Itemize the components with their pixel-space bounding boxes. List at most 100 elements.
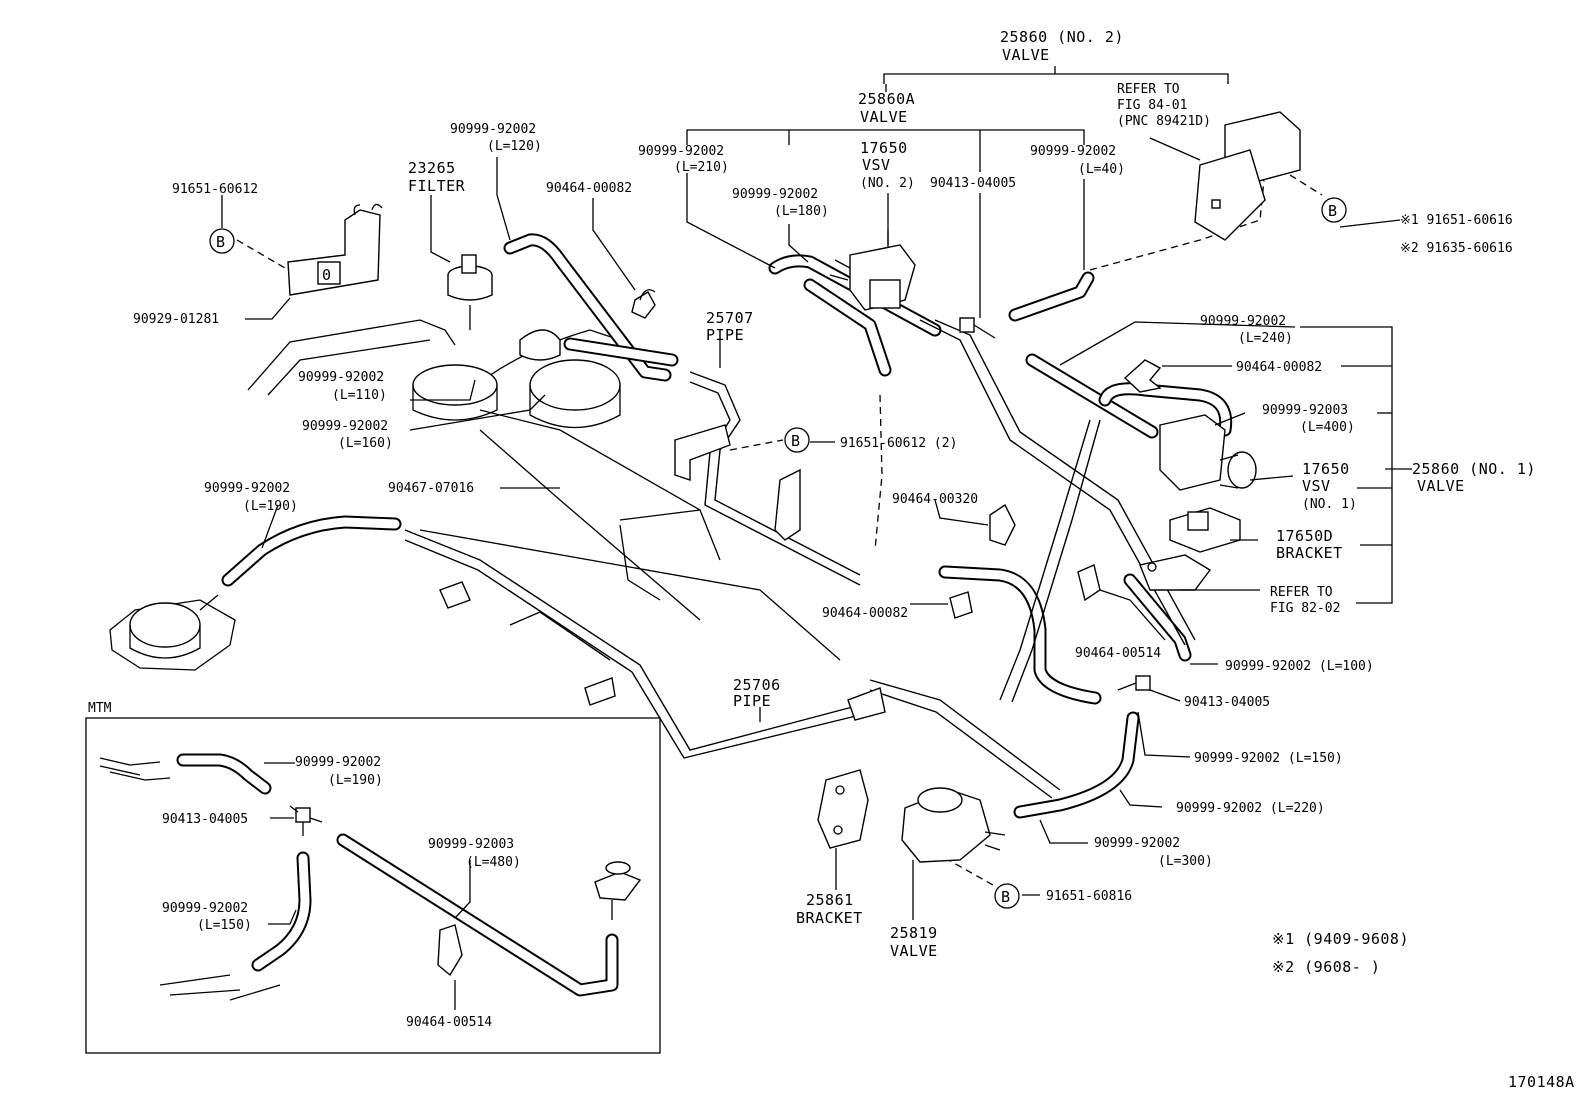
label-bolt-top-left: 91651-60612 (172, 182, 258, 197)
label-refer84-2: FIG 84-01 (1117, 98, 1187, 113)
label-tee-top: 90413-04005 (930, 176, 1016, 191)
label-tee-mid: 90413-04005 (1184, 695, 1270, 710)
pipe-bracket-small (439, 581, 886, 721)
pipes (404, 319, 1196, 799)
label-hose-l190-num: 90999-92002 (204, 481, 290, 496)
label-pipe-25706-name: PIPE (733, 692, 771, 710)
clamp-top (631, 289, 656, 319)
label-note2-ref: ※2 91635-60616 (1400, 241, 1513, 256)
mtm-clamp: 90464-00514 (406, 1015, 492, 1030)
label-hose-l300-num: 90999-92002 (1094, 836, 1180, 851)
label-refer84-1: REFER TO (1117, 82, 1180, 97)
mtm-hose-l150-len: (L=150) (197, 918, 252, 933)
label-clamp-00320: 90464-00320 (892, 492, 978, 507)
label-note2-years: ※2 (9608- ) (1272, 958, 1380, 976)
label-pipe-25706-num: 25706 (733, 676, 781, 694)
bracket-mid (774, 468, 801, 541)
label-hose-l240-len: (L=240) (1238, 331, 1293, 346)
mtm-hose-l150-num: 90999-92002 (162, 901, 248, 916)
vsv-no2 (829, 230, 916, 311)
label-hose-l300-len: (L=300) (1158, 854, 1213, 869)
label-hose-l400-num: 90999-92003 (1262, 403, 1348, 418)
label-clip-90467: 90467-07016 (388, 481, 474, 496)
label-hose-l110-len: (L=110) (332, 388, 387, 403)
mtm-inset: MTM 90999-92002 (L=190) 90413-04005 9099… (85, 701, 661, 1054)
valve-no1-bracket (1300, 326, 1393, 604)
label-hose-l160-num: 90999-92002 (302, 419, 388, 434)
circle-b-mid-label: B (791, 432, 801, 450)
svg-text:0: 0 (322, 266, 332, 284)
label-bracket-left: 90929-01281 (133, 312, 219, 327)
circle-b-right-label: B (1328, 202, 1338, 220)
label-hose-l400-len: (L=400) (1300, 420, 1355, 435)
mtm-title: MTM (88, 701, 112, 716)
label-hose-l180-len: (L=180) (774, 204, 829, 219)
air-cleaner-port (109, 594, 236, 671)
label-refer82-2: FIG 82-02 (1270, 601, 1340, 616)
bracket-25861 (817, 769, 869, 849)
label-bracket-25861-name: BRACKET (796, 909, 863, 927)
label-filter-name: FILTER (408, 177, 466, 195)
label-bracket-25861-num: 25861 (806, 891, 854, 909)
label-valve-no2-name: VALVE (1002, 46, 1050, 64)
label-hose-l240-num: 90999-92002 (1200, 314, 1286, 329)
circle-b-left: B (209, 228, 235, 254)
label-valve-no1-num: 25860 (NO. 1) (1412, 460, 1536, 478)
label-hose-l220: 90999-92002 (L=220) (1176, 801, 1325, 816)
label-valve-25819-name: VALVE (890, 942, 938, 960)
label-hose-l210-num: 90999-92002 (638, 144, 724, 159)
label-clamp-right: 90464-00082 (1236, 360, 1322, 375)
label-hose-l100: 90999-92002 (L=100) (1225, 659, 1374, 674)
label-valve-a-num: 25860A (858, 90, 915, 108)
label-hose-l120-len: (L=120) (487, 139, 542, 154)
circle-b-mid: B (784, 427, 835, 453)
circle-b-left-label: B (216, 233, 226, 251)
label-hose-l150: 90999-92002 (L=150) (1194, 751, 1343, 766)
label-clamp-top: 90464-00082 (546, 181, 632, 196)
label-clamp-mid: 90464-00082 (822, 606, 908, 621)
label-bolt-mid: 91651-60612 (2) (840, 436, 957, 451)
label-vsv2-sub: (NO. 2) (860, 176, 915, 191)
label-hose-l40-num: 90999-92002 (1030, 144, 1116, 159)
label-figure-id: 170148A (1508, 1073, 1575, 1091)
label-note1-ref: ※1 91651-60616 (1400, 213, 1513, 228)
labels: 25860 (NO. 2) VALVE 25860A VALVE REFER T… (133, 28, 1575, 1091)
clamp-right (1123, 359, 1162, 393)
label-valve-a-name: VALVE (860, 108, 908, 126)
label-valve-no2-num: 25860 (NO. 2) (1000, 28, 1124, 46)
label-valve-25819-num: 25819 (890, 924, 938, 942)
label-pipe-25707-name: PIPE (706, 326, 744, 344)
refer-84-component (1194, 111, 1301, 241)
bracket-25707 (674, 424, 731, 481)
clamp-00320 (989, 503, 1016, 546)
circle-b-bottom-label: B (1001, 888, 1011, 906)
label-hose-l120-num: 90999-92002 (450, 122, 536, 137)
bracket-90929-01281: 0 (287, 203, 383, 296)
vsv-no1 (1159, 414, 1257, 491)
label-hose-l210-len: (L=210) (674, 160, 729, 175)
mtm-hose-l480-num: 90999-92003 (428, 837, 514, 852)
filter-23265 (447, 254, 493, 330)
label-filter-num: 23265 (408, 159, 456, 177)
label-vsv2-num: 17650 (860, 139, 908, 157)
mtm-tee: 90413-04005 (162, 812, 248, 827)
circle-b-right: B (1321, 197, 1347, 223)
label-hose-l190-len: (L=190) (243, 499, 298, 514)
label-vsv1-name: VSV (1302, 477, 1331, 495)
tee-joint-mid (1117, 675, 1151, 691)
mtm-hose-l480-len: (L=480) (466, 855, 521, 870)
label-refer84-3: (PNC 89421D) (1117, 114, 1211, 129)
clamp-mid (949, 591, 973, 619)
valve-refer-82 (1139, 554, 1212, 591)
bracket-17650d (1169, 507, 1241, 553)
label-hose-l110-num: 90999-92002 (298, 370, 384, 385)
label-bracket-17650d-num: 17650D (1276, 527, 1333, 545)
label-bracket-17650d-name: BRACKET (1276, 544, 1343, 562)
hoses (221, 233, 1233, 819)
tee-joint-top (959, 317, 996, 339)
label-vsv2-name: VSV (862, 156, 891, 174)
label-hose-l180-num: 90999-92002 (732, 187, 818, 202)
label-clamp-00514: 90464-00514 (1075, 646, 1161, 661)
mtm-hose-l190-len: (L=190) (328, 773, 383, 788)
